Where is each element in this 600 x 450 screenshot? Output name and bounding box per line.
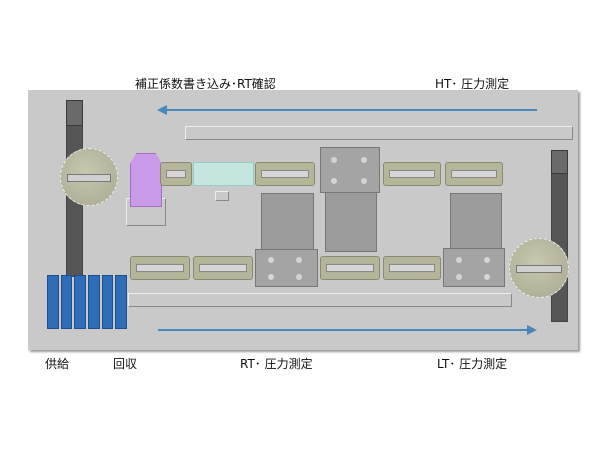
right-axis-cap	[551, 150, 568, 174]
bottom-conveyor-roller	[383, 256, 441, 280]
top-conveyor-roller	[445, 162, 503, 186]
label-ht-pressure: HT･ 圧力測定	[435, 77, 510, 91]
bottom-conveyor-roller	[320, 256, 380, 280]
rt-chamber	[261, 193, 314, 253]
purple-unit	[130, 153, 162, 207]
arrow-left-icon	[157, 105, 167, 115]
arrow-right-icon	[527, 325, 537, 335]
right-vertical-axis	[551, 150, 568, 322]
rt-clamp-plate	[255, 249, 318, 287]
right-rotary-table	[509, 238, 569, 298]
label-lt-pressure: LT･ 圧力測定	[437, 357, 508, 371]
top-rail	[185, 126, 573, 140]
label-supply: 供給	[45, 357, 70, 371]
lt-clamp-plate	[443, 248, 505, 287]
top-conveyor-roller	[160, 162, 192, 186]
bottom-conveyor-roller	[193, 256, 253, 280]
bottom-flow-arrow	[158, 329, 528, 331]
label-rt-pressure: RT･ 圧力測定	[240, 357, 313, 371]
calibration-bracket	[215, 191, 229, 201]
ht-clamp-plate	[320, 147, 380, 193]
lt-chamber	[450, 193, 502, 252]
calibration-station	[193, 162, 254, 186]
left-axis-cap	[66, 100, 83, 126]
bottom-conveyor-roller	[130, 256, 190, 280]
bottom-rail	[128, 293, 512, 307]
label-recovery: 回収	[113, 357, 138, 371]
top-conveyor-roller	[383, 162, 441, 186]
top-conveyor-roller	[255, 162, 315, 186]
top-flow-arrow	[165, 109, 537, 111]
ht-chamber	[325, 190, 377, 252]
supply-recovery-trays	[47, 275, 128, 329]
label-calibration-rt-check: 補正係数書き込み･RT確認	[135, 77, 276, 91]
left-rotary-table	[60, 148, 118, 206]
